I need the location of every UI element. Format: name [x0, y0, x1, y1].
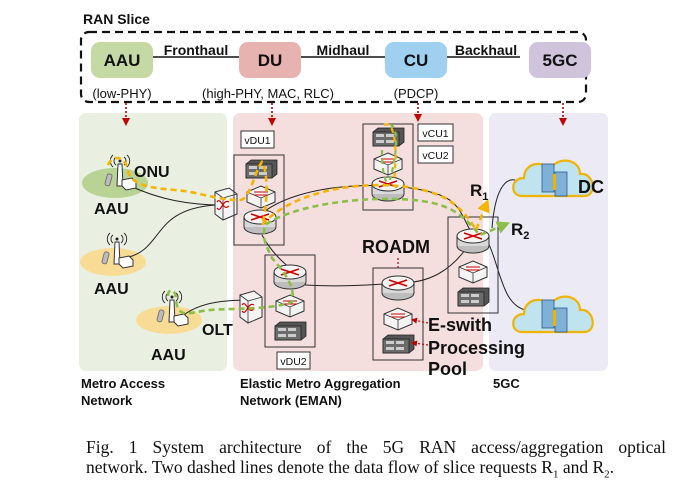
fiber-vdu1-r1 — [259, 185, 471, 231]
label-core: 5GC — [493, 376, 520, 391]
label-access-l2: Network — [81, 393, 133, 408]
caption-sub-1: 1 — [552, 468, 559, 481]
label-olt: OLT — [202, 322, 233, 339]
label-eswitch: E-swith — [428, 315, 492, 335]
caption-line-2: network. Two dashed lines denote the dat… — [86, 457, 615, 481]
label-eman-l1: Elastic Metro Aggregation — [240, 376, 401, 391]
label-access-l1: Metro Access — [81, 376, 165, 391]
label-eman-l2: Network (EMAN) — [240, 393, 342, 408]
vdu2-tag — [276, 351, 311, 370]
edge-server-icon — [457, 287, 490, 307]
vcu-server-icon — [372, 127, 405, 147]
edge-frame — [447, 216, 499, 314]
label-onu: ONU — [134, 164, 170, 181]
link-backhaul: Backhaul — [455, 42, 517, 58]
slice-node-du-sub: (high-PHY, MAC, RLC) — [202, 86, 334, 101]
label-aau-3: AAU — [151, 347, 186, 364]
slice-node-5gc — [529, 42, 591, 78]
slice-node-du-label: DU — [258, 51, 283, 70]
label-processing: Processing — [428, 338, 525, 358]
label-r2: R2 — [511, 220, 529, 242]
caption-line-1: Fig. 1 System architecture of the 5G RAN… — [86, 437, 666, 457]
vcu2-label: vCU2 — [422, 150, 448, 162]
flow-r2-vcu — [380, 123, 398, 187]
slice-node-aau-label: AAU — [104, 51, 141, 70]
flow-r1-vcu — [383, 123, 397, 181]
slice-node-aau — [91, 42, 153, 78]
vcu1-label: vCU1 — [422, 128, 448, 140]
caption-sub-2: 2 — [604, 468, 610, 481]
label-r1: R1 — [470, 181, 488, 203]
roadm-frame — [372, 267, 424, 361]
slice-node-cu — [385, 42, 447, 78]
slice-node-cu-label: CU — [404, 51, 429, 70]
vdu1-tag — [240, 130, 275, 149]
ran-slice-title: RAN Slice — [83, 11, 150, 27]
label-pool: Pool — [428, 359, 467, 379]
aau-coverage-1 — [82, 168, 148, 198]
caption-end: . — [609, 457, 615, 477]
label-dc: DC — [578, 177, 604, 197]
vcu1-tag — [417, 123, 454, 142]
aau-coverage-2 — [80, 248, 146, 276]
caption-line-2-text: network. Two dashed lines denote the dat… — [86, 457, 553, 477]
vcu2-tag — [417, 145, 454, 164]
vdu2-label: vDU2 — [280, 356, 306, 368]
roadm-router-icon — [381, 275, 415, 301]
link-midhaul: Midhaul — [317, 42, 370, 58]
vdu2-frame — [264, 254, 316, 348]
label-aau-2: AAU — [94, 281, 129, 298]
slice-node-aau-sub: (low-PHY) — [92, 86, 151, 101]
roadm-server-icon — [382, 334, 415, 354]
fiber-aau2-splitter — [124, 204, 216, 259]
link-fronthaul: Fronthaul — [164, 42, 229, 58]
flow-r1 — [106, 156, 490, 233]
fiber-r-dc1 — [491, 179, 516, 229]
vdu2-server-icon — [274, 321, 307, 341]
vcu-router-icon — [371, 176, 405, 202]
caption-mid: and R — [558, 457, 605, 477]
slice-node-du — [239, 42, 301, 78]
flow-r2 — [166, 197, 510, 315]
label-aau-1: AAU — [94, 201, 129, 218]
figure-caption: Fig. 1 System architecture of the 5G RAN… — [86, 437, 666, 485]
ran-slice-frame — [79, 30, 588, 104]
slice-node-5gc-label: 5GC — [543, 51, 578, 70]
slice-node-cu-sub: (PDCP) — [394, 86, 439, 101]
label-roadm: ROADM — [362, 237, 430, 257]
vdu1-label: vDU1 — [244, 135, 270, 147]
